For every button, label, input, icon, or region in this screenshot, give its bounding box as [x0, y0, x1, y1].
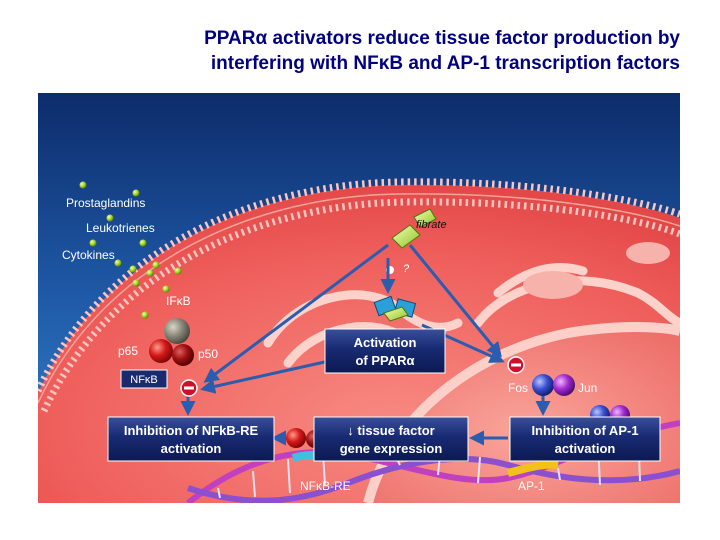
vesicle: [523, 271, 583, 299]
inhib-ap1-line1: Inhibition of AP-1: [531, 423, 638, 438]
pathway-illustration: Prostaglandins Leukotrienes Cytokines IF…: [38, 93, 680, 503]
cell-membrane-inner: [40, 198, 680, 413]
p50-label: p50: [198, 347, 218, 361]
nfkb-tag: [120, 369, 168, 389]
tissue-line1: ↓ tissue factor: [347, 423, 434, 438]
inhib-nfkb-line1: Inhibition of NFkB-RE: [124, 423, 259, 438]
slide-title: PPARα activators reduce tissue factor pr…: [40, 26, 680, 76]
ifkb-label: IFκB: [166, 294, 191, 308]
tissue-line2: gene expression: [340, 441, 443, 456]
pathway-diagram-svg: Prostaglandins Leukotrienes Cytokines IF…: [38, 93, 680, 503]
ifkb-protein: [164, 318, 190, 344]
p65-protein: [149, 339, 173, 363]
jun-protein: [553, 374, 575, 396]
activation-line1: Activation: [354, 335, 417, 350]
inhibition-ap1-box: Inhibition of AP-1 activation: [509, 416, 661, 462]
cell-membrane-tails: [38, 193, 680, 404]
nfkb-label: NFκB: [130, 374, 158, 386]
tissue-factor-box: ↓ tissue factor gene expression: [313, 416, 469, 462]
cell-membrane-outer: [38, 178, 680, 393]
activation-box: Activation of PPARα: [324, 328, 446, 374]
activation-line2: of PPARα: [355, 353, 414, 368]
p50-protein: [172, 344, 194, 366]
inhib-ap1-line2: activation: [555, 441, 616, 456]
p65-label: p65: [118, 344, 138, 358]
fibrate-molecule: [391, 208, 437, 249]
title-line-2: interfering with NFκB and AP-1 transcrip…: [210, 53, 680, 74]
inhib-nfkb-line2: activation: [161, 441, 222, 456]
cytokines-label: Cytokines: [62, 248, 115, 262]
ap1-label: AP-1: [518, 479, 545, 493]
fibrate-label: fibrate: [416, 219, 447, 231]
vesicle: [626, 242, 670, 264]
fos-protein: [532, 374, 554, 396]
inhibit-symbol-nfkb: [180, 379, 198, 397]
inhibit-symbol-ap1: [507, 356, 525, 374]
question-label: ?: [403, 263, 410, 275]
prostaglandins-label: Prostaglandins: [66, 196, 145, 210]
jun-label: Jun: [578, 381, 597, 395]
nfkb-bound-p65: [286, 428, 306, 448]
fos-label: Fos: [508, 381, 528, 395]
mediator-dots: [79, 181, 182, 319]
leukotrienes-label: Leukotrienes: [86, 221, 155, 235]
title-line-1: PPARα activators reduce tissue factor pr…: [204, 28, 680, 49]
ppar-receptor: [373, 295, 417, 322]
nfkb-re-label: NFκB-RE: [300, 479, 351, 493]
inhibition-nfkb-box: Inhibition of NFkB-RE activation: [107, 416, 275, 462]
